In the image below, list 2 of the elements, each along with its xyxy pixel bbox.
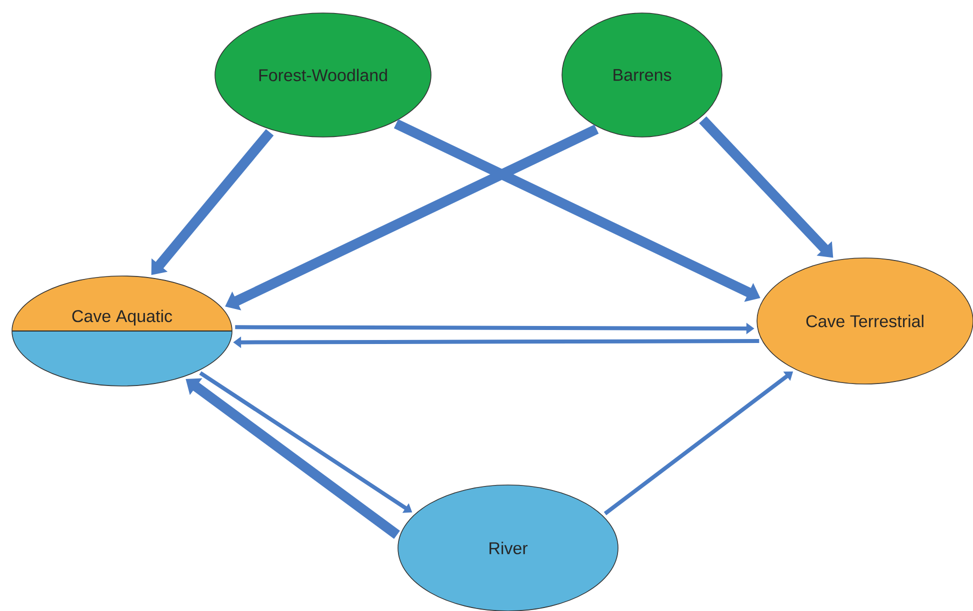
arrow bbox=[151, 129, 274, 275]
arrow bbox=[699, 116, 834, 258]
